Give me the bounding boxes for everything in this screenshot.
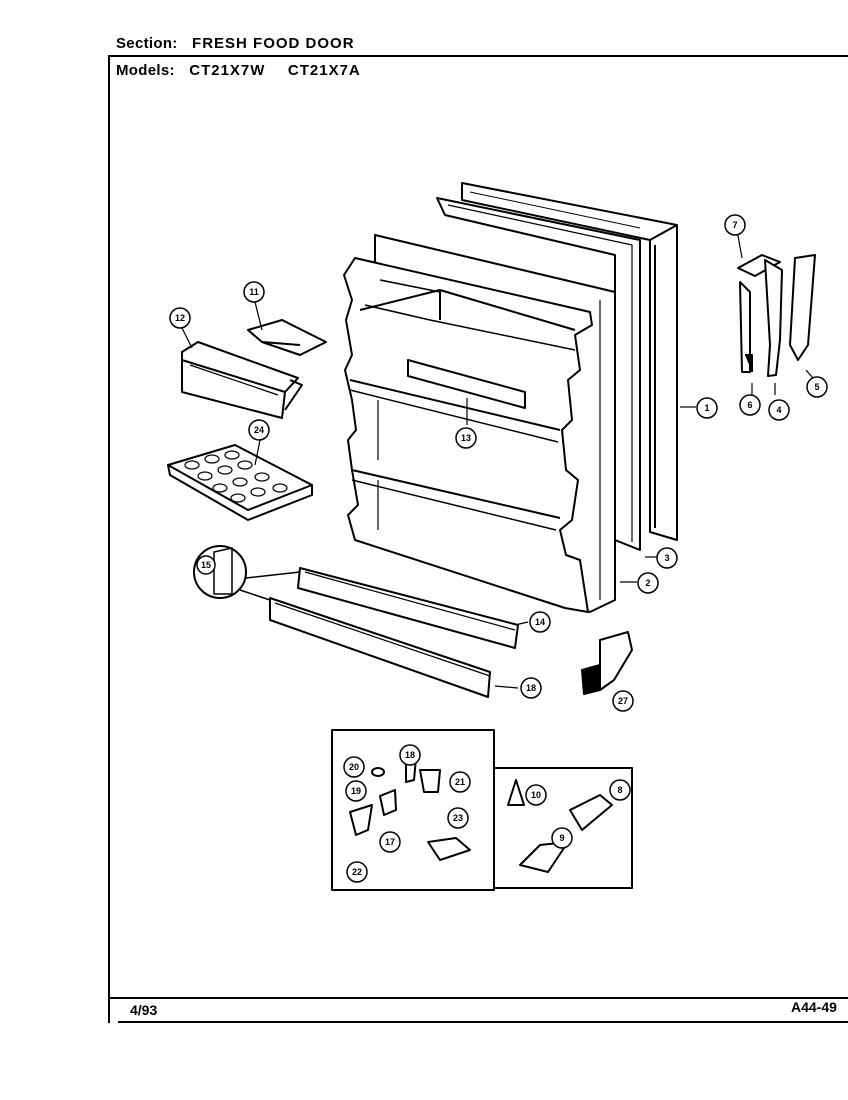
butter-door-cover: [247, 319, 327, 356]
callout-11: 11: [243, 281, 265, 303]
svg-text:27: 27: [618, 696, 628, 706]
footer-page-code: A44-49: [791, 999, 837, 1015]
callout-leaders: [181, 229, 814, 689]
svg-text:24: 24: [254, 425, 264, 435]
callout-18: 18: [399, 744, 421, 766]
callout-13: 13: [455, 427, 477, 449]
model-1: CT21X7W: [189, 62, 266, 79]
dairy-compartment: [181, 341, 303, 419]
svg-text:9: 9: [559, 833, 564, 843]
section-label: Section:: [116, 35, 178, 52]
callout-12: 12: [169, 307, 191, 329]
svg-text:17: 17: [385, 837, 395, 847]
outer-door-panel: [461, 182, 678, 541]
door-bottom-trim: [297, 567, 519, 649]
frame-bottom-border: [118, 1021, 848, 1023]
egg-tray: [167, 444, 313, 521]
callout-17: 17: [379, 831, 401, 853]
callout-9: 9: [551, 827, 573, 849]
door-stop-bracket: [581, 631, 633, 695]
svg-text:18: 18: [526, 683, 536, 693]
svg-text:14: 14: [535, 617, 545, 627]
svg-text:23: 23: [453, 813, 463, 823]
svg-text:19: 19: [351, 786, 361, 796]
models-label: Models:: [116, 62, 175, 79]
callout-1: 1: [696, 397, 718, 419]
callout-3: 3: [656, 547, 678, 569]
callout-16: 18: [520, 677, 542, 699]
model-2: CT21X7A: [287, 62, 361, 79]
svg-text:22: 22: [352, 867, 362, 877]
callout-27: 27: [612, 690, 634, 712]
callout-22: 22: [346, 861, 368, 883]
footer-date: 4/93: [130, 1002, 158, 1018]
hinge-parts: [737, 254, 816, 377]
section-value: FRESH FOOD DOOR: [192, 35, 355, 52]
callout-2: 2: [637, 572, 659, 594]
callout-6: 6: [739, 394, 761, 416]
callout-15: 15: [196, 555, 216, 575]
svg-text:15: 15: [201, 560, 211, 570]
models-heading: Models: CT21X7W CT21X7A: [116, 62, 361, 79]
svg-text:6: 6: [747, 400, 752, 410]
svg-text:5: 5: [814, 382, 819, 392]
header-divider: [108, 55, 848, 57]
svg-text:18: 18: [405, 750, 415, 760]
callout-14: 14: [529, 611, 551, 633]
callout-19: 19: [345, 780, 367, 802]
callout-20: 20: [343, 756, 365, 778]
svg-text:7: 7: [732, 220, 737, 230]
svg-text:1: 1: [704, 403, 709, 413]
bottom-cover: [269, 597, 491, 698]
callout-24: 24: [248, 419, 270, 441]
svg-text:13: 13: [461, 433, 471, 443]
callout-7: 7: [724, 214, 746, 236]
svg-text:21: 21: [455, 777, 465, 787]
svg-text:11: 11: [249, 287, 259, 297]
svg-text:8: 8: [617, 785, 622, 795]
callout-8: 8: [609, 779, 631, 801]
svg-text:2: 2: [645, 578, 650, 588]
callout-10: 10: [525, 784, 547, 806]
svg-text:12: 12: [175, 313, 185, 323]
svg-text:20: 20: [349, 762, 359, 772]
callout-4: 4: [768, 399, 790, 421]
callout-5: 5: [806, 376, 828, 398]
svg-text:10: 10: [531, 790, 541, 800]
callout-21: 21: [449, 771, 471, 793]
footer-divider: [108, 997, 848, 999]
svg-text:3: 3: [664, 553, 669, 563]
section-heading: Section: FRESH FOOD DOOR: [116, 35, 355, 52]
svg-text:4: 4: [776, 405, 781, 415]
frame-left-border: [108, 55, 110, 1023]
callout-23: 23: [447, 807, 469, 829]
